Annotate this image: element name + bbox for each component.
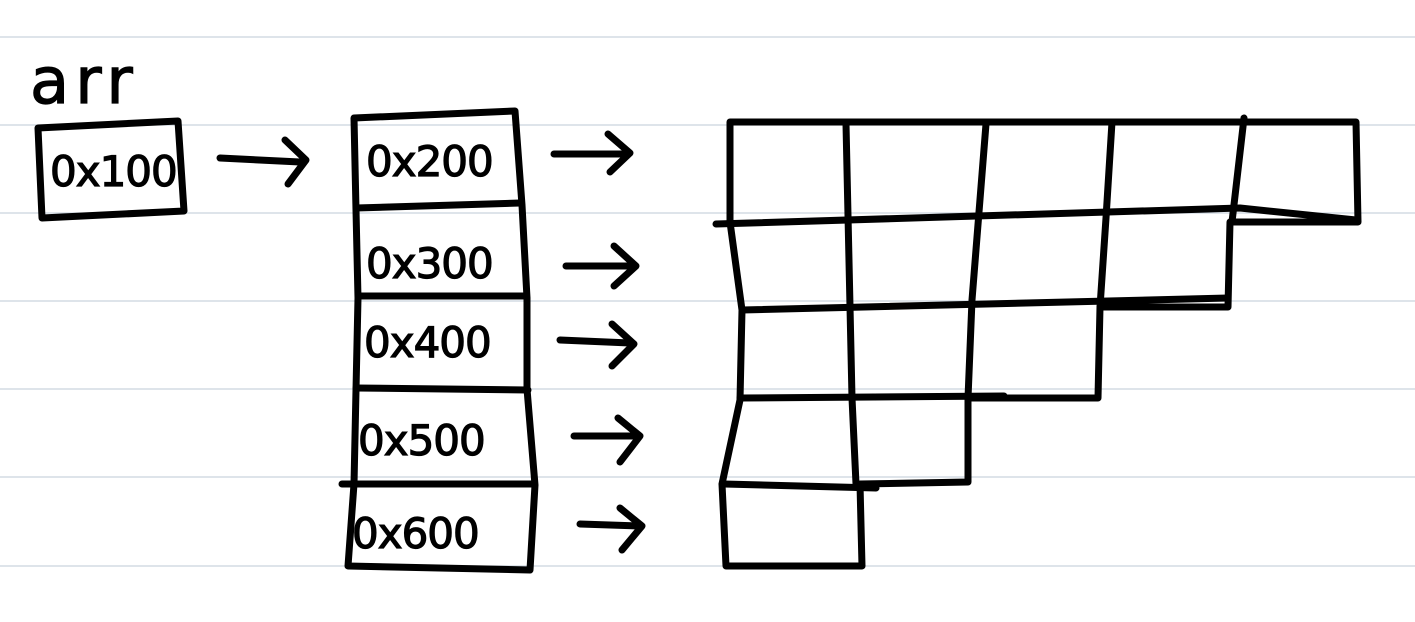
grid-row-line [712,204,1360,228]
grid-outline [718,118,1362,570]
row-arrow [570,414,644,466]
row-pointer-label: 0x400 [364,318,491,367]
row-pointer-label: 0x300 [366,239,493,288]
arr-to-rows-arrow [216,136,310,188]
jagged-rows-grid [712,114,1362,570]
grid-column-line [842,120,860,488]
pointer-divider [352,384,532,394]
grid-row-line [738,294,1232,314]
arr-pointer-cell: 0x100 [34,117,188,222]
row-arrows [550,130,646,554]
arr-pointer-box [34,117,188,222]
row-arrow [550,130,634,176]
grid-column-line [964,120,990,402]
arr-pointer-value: 0x100 [50,147,177,196]
row-arrow [576,504,646,554]
row-pointer-column: 0x200 0x300 0x400 0x500 0x600 [338,107,539,574]
row-pointer-label: 0x500 [358,416,485,465]
grid-column-line [1228,114,1248,226]
row-arrow [562,242,640,290]
row-pointer-label: 0x200 [366,137,493,186]
row-pointer-label: 0x600 [352,509,479,558]
grid-row-line [720,480,880,492]
grid-column-line [1096,118,1116,311]
grid-row-line [736,392,1008,402]
row-arrow [556,320,638,370]
pointer-divider [352,199,524,212]
variable-name-label: arr [30,45,139,119]
ruled-lines [0,36,1415,567]
